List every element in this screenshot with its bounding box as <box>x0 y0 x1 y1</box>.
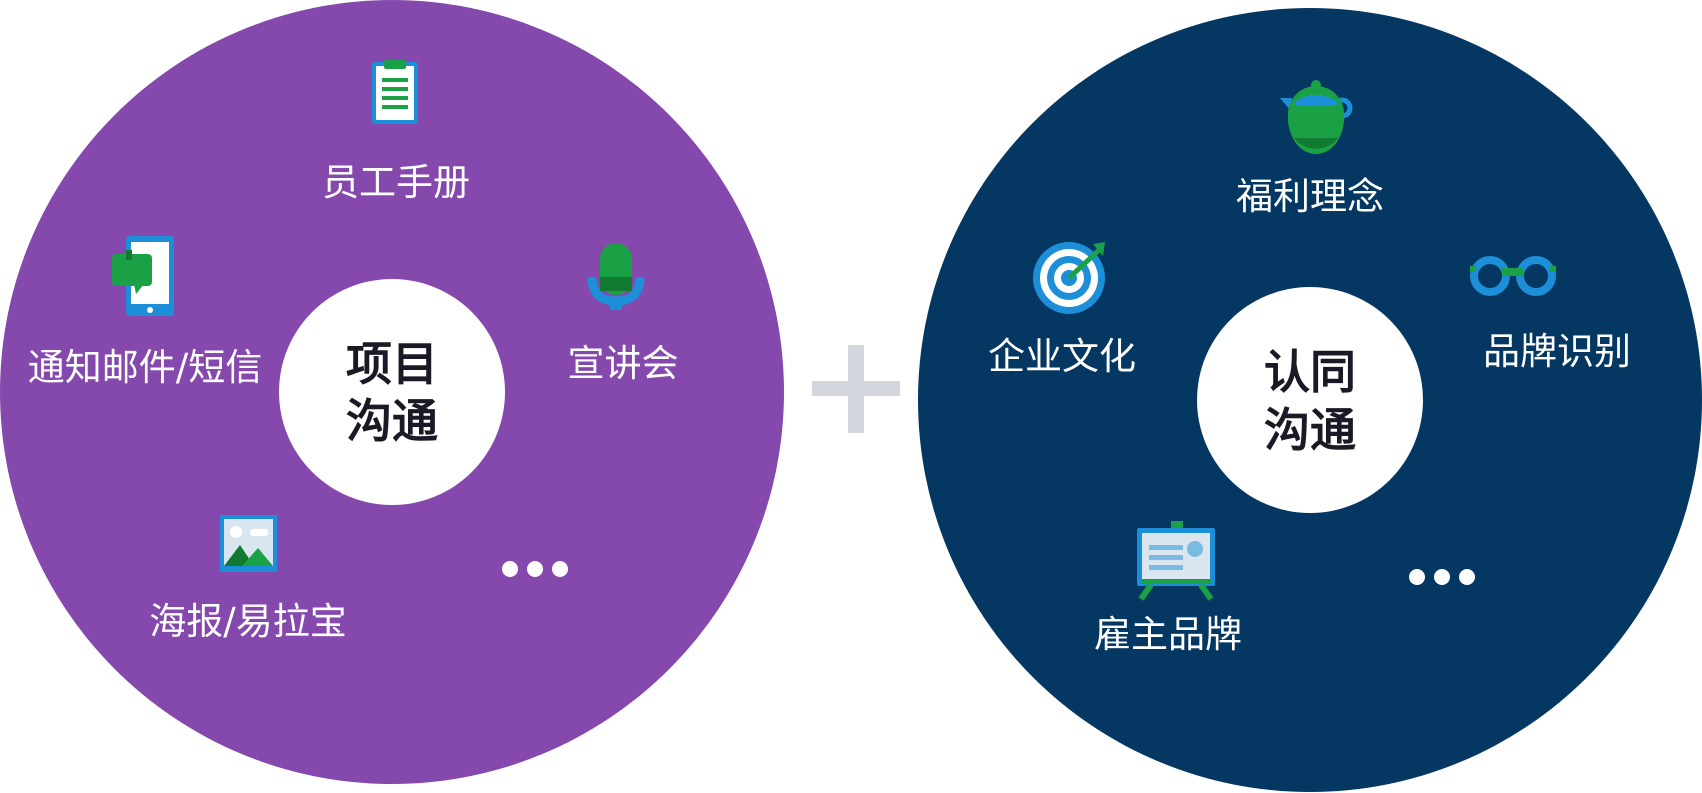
left-center-circle <box>279 279 505 505</box>
item-label-welfare: 福利理念 <box>1236 175 1384 218</box>
item-label-employer-brand: 雇主品牌 <box>1094 613 1242 656</box>
right-center-title-line1: 认同 <box>1264 345 1356 399</box>
right-group: 认同 沟通 福利理念 企业文化 <box>918 8 1702 792</box>
teapot-icon <box>1280 80 1353 154</box>
phone-chat-icon <box>112 236 174 316</box>
item-label-brand-id: 品牌识别 <box>1483 330 1631 373</box>
left-group: 项目 沟通 员工手册 通知邮件/短信 <box>0 0 784 784</box>
right-center-circle <box>1197 287 1423 513</box>
item-label-culture: 企业文化 <box>988 335 1136 378</box>
ellipsis-icon <box>502 561 568 577</box>
left-center-title-line2: 沟通 <box>346 394 438 448</box>
item-label-handbook: 员工手册 <box>322 161 470 204</box>
ellipsis-icon <box>1409 569 1475 585</box>
glasses-icon <box>1470 256 1556 296</box>
clipboard-icon <box>372 60 418 124</box>
right-center-title-line2: 沟通 <box>1264 403 1356 457</box>
left-center-title-line1: 项目 <box>346 337 438 391</box>
item-label-poster: 海报/易拉宝 <box>149 600 346 643</box>
item-label-presentation: 宣讲会 <box>568 342 679 385</box>
plus-symbol <box>812 345 900 433</box>
picture-icon <box>220 515 277 572</box>
easel-icon <box>1137 521 1215 601</box>
item-label-notice: 通知邮件/短信 <box>28 346 262 389</box>
target-icon <box>1033 242 1105 314</box>
microphone-icon <box>587 243 645 310</box>
